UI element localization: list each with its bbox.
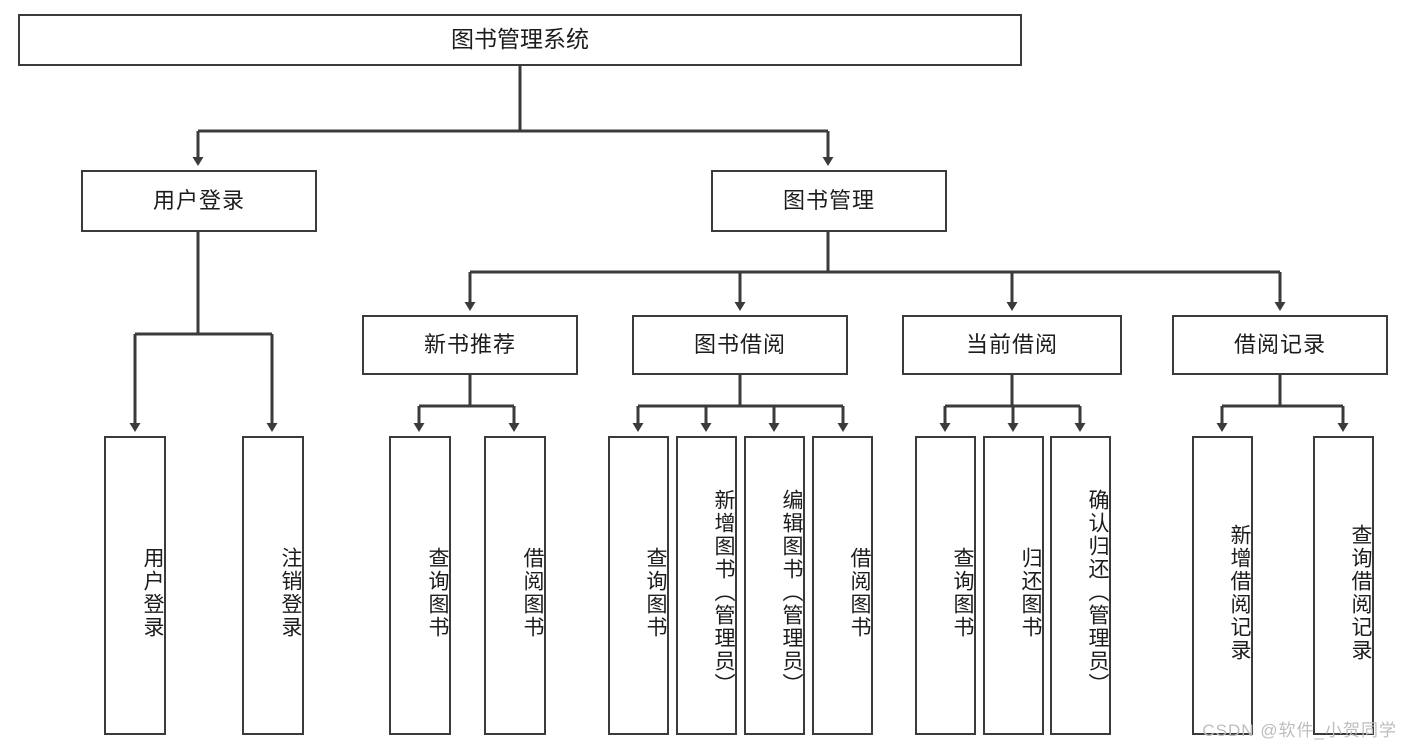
node-borrow-record[interactable]: 借阅记录 <box>1172 315 1388 375</box>
node-label: 当前借阅 <box>965 332 1058 358</box>
node-label: 借阅图书 <box>848 546 871 639</box>
node-label: 新增图书（管理员） <box>712 489 735 696</box>
node-label: 用户登录 <box>152 188 245 214</box>
node-leaf-add-record[interactable]: 新增借阅记录 <box>1192 436 1253 735</box>
node-label: 查询图书 <box>951 546 974 639</box>
node-label: 查询图书 <box>644 546 667 639</box>
node-book-borrow[interactable]: 图书借阅 <box>632 315 848 375</box>
node-book-management[interactable]: 图书管理 <box>711 170 947 232</box>
node-leaf-return-book[interactable]: 归还图书 <box>983 436 1044 735</box>
node-leaf-borrow-book-2[interactable]: 借阅图书 <box>812 436 873 735</box>
node-label: 借阅记录 <box>1233 332 1326 358</box>
node-label: 新书推荐 <box>423 332 516 358</box>
node-label: 归还图书 <box>1019 546 1042 639</box>
node-leaf-borrow-book-1[interactable]: 借阅图书 <box>484 436 546 735</box>
node-label: 编辑图书（管理员） <box>780 489 803 696</box>
node-leaf-query-book-1[interactable]: 查询图书 <box>389 436 451 735</box>
node-user-login[interactable]: 用户登录 <box>81 170 317 232</box>
node-leaf-logout[interactable]: 注销登录 <box>242 436 304 735</box>
node-label: 新增借阅记录 <box>1228 523 1251 662</box>
node-leaf-add-book[interactable]: 新增图书（管理员） <box>676 436 737 735</box>
watermark-text: CSDN @软件_小贺同学 <box>1202 721 1397 740</box>
node-label: 确认归还（管理员） <box>1086 489 1109 696</box>
node-leaf-confirm-return[interactable]: 确认归还（管理员） <box>1050 436 1111 735</box>
node-current-borrow[interactable]: 当前借阅 <box>902 315 1122 375</box>
node-leaf-edit-book[interactable]: 编辑图书（管理员） <box>744 436 805 735</box>
node-label: 查询图书 <box>426 546 449 639</box>
node-root-system[interactable]: 图书管理系统 <box>18 14 1022 66</box>
node-leaf-query-book-2[interactable]: 查询图书 <box>608 436 669 735</box>
node-label: 图书借阅 <box>693 332 786 358</box>
node-leaf-query-book-3[interactable]: 查询图书 <box>915 436 976 735</box>
node-label: 用户登录 <box>141 546 164 639</box>
node-label: 查询借阅记录 <box>1349 523 1372 662</box>
node-leaf-query-record[interactable]: 查询借阅记录 <box>1313 436 1374 735</box>
node-new-book-recommend[interactable]: 新书推荐 <box>362 315 578 375</box>
node-label: 注销登录 <box>279 546 302 639</box>
node-label: 图书管理 <box>782 188 875 214</box>
node-label: 借阅图书 <box>521 546 544 639</box>
node-label: 图书管理系统 <box>451 26 589 53</box>
node-leaf-user-login[interactable]: 用户登录 <box>104 436 166 735</box>
